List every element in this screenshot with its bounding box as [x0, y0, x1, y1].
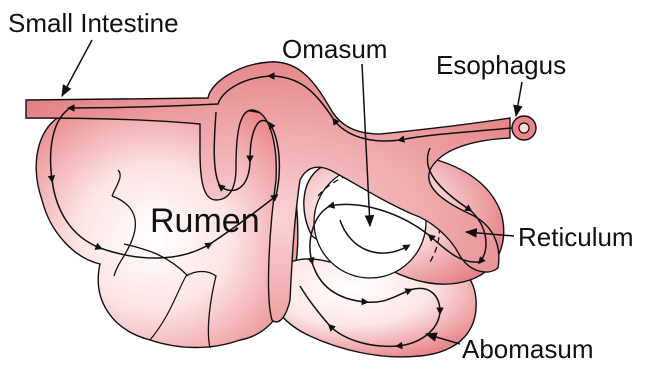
esophagus-label: Esophagus [436, 50, 566, 80]
small-intestine-label: Small Intestine [8, 8, 179, 38]
omasum-label: Omasum [282, 34, 387, 64]
esophagus-leader [516, 82, 522, 116]
small-intestine-leader [62, 40, 92, 96]
rumen-label: Rumen [150, 202, 260, 240]
reticulum-label: Reticulum [518, 222, 634, 252]
abomasum-label: Abomasum [462, 334, 594, 364]
